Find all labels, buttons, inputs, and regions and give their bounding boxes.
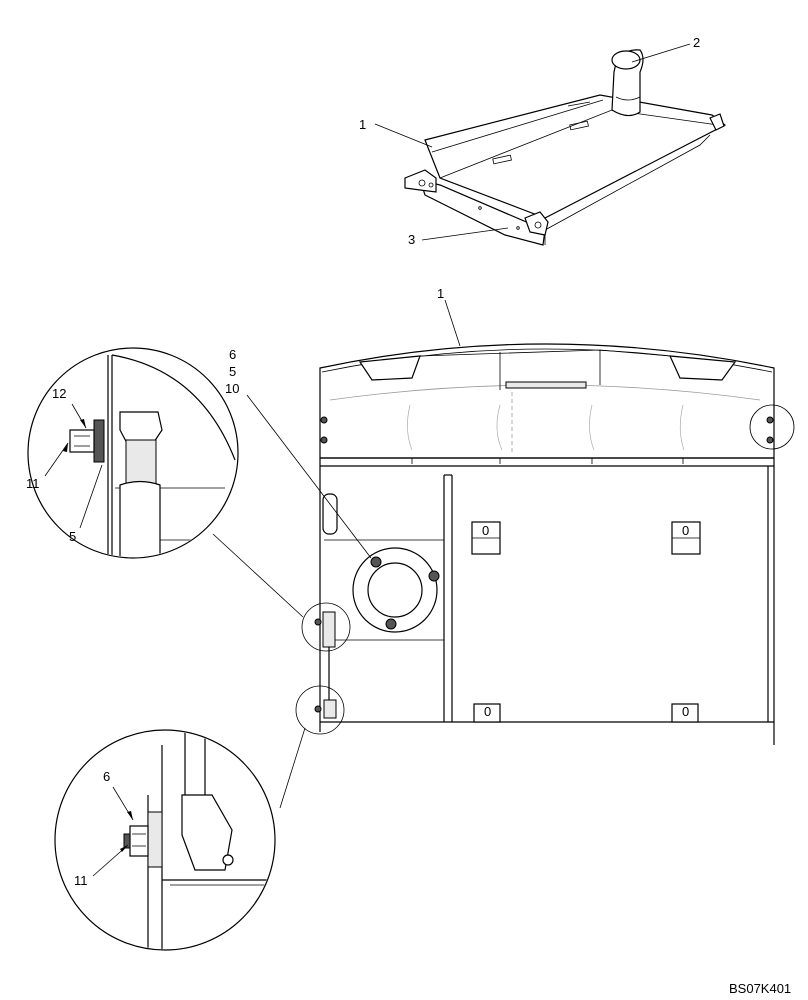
callout-front-edge: 3: [408, 232, 415, 247]
leader-lines: [44, 43, 691, 877]
drawing-code: BS07K401: [729, 981, 791, 996]
callout-detail-a-5: 5: [69, 529, 76, 544]
svg-text:0: 0: [682, 704, 689, 719]
callout-group-6: 6: [229, 347, 236, 362]
callout-group-5: 5: [229, 364, 236, 379]
svg-text:0: 0: [482, 523, 489, 538]
top-cover-illustration: [404, 49, 727, 246]
callout-group-10: 10: [225, 381, 239, 396]
callout-detail-b-11: 11: [74, 873, 88, 888]
exhaust-stack-icon: [611, 49, 644, 117]
callout-top-cover: 1: [359, 117, 366, 132]
callout-detail-a-11: 11: [26, 476, 40, 491]
svg-text:0: 0: [682, 523, 689, 538]
callout-main-cover: 1: [437, 286, 444, 301]
detail-a-magnified: [27, 347, 239, 559]
callout-detail-b-6: 6: [103, 769, 110, 784]
callout-exhaust-stack: 2: [693, 35, 700, 50]
svg-text:0: 0: [484, 704, 491, 719]
detail-b-magnified: [54, 729, 276, 951]
main-cover-front-view: 0 0 0 0: [295, 343, 795, 745]
callout-detail-a-12: 12: [52, 386, 66, 401]
